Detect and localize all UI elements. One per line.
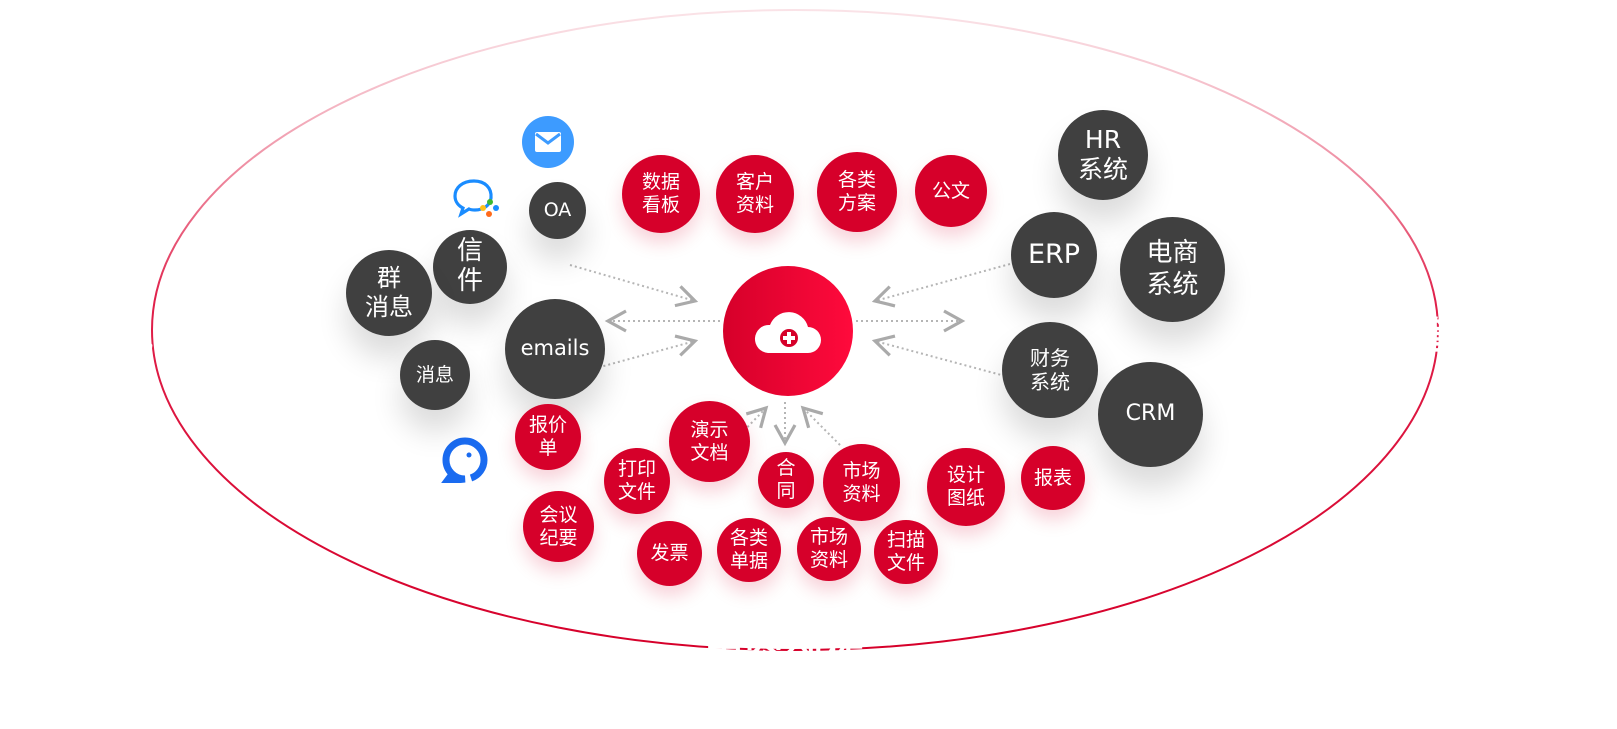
node-receipts: 各类 单据 bbox=[717, 518, 781, 582]
arrow-left-bottom bbox=[559, 334, 699, 379]
node-quotation: 报价 单 bbox=[515, 404, 581, 470]
node-invoices: 发票 bbox=[637, 521, 702, 586]
node-letters: 信 件 bbox=[433, 230, 507, 304]
node-reports: 报表 bbox=[1021, 446, 1085, 510]
category-label: 内容管理 bbox=[704, 77, 865, 122]
node-official-docs: 公文 bbox=[915, 155, 987, 227]
node-scanned-files: 扫描 文件 bbox=[874, 520, 938, 584]
arrow-bottom-right bbox=[800, 405, 841, 446]
node-presentation: 演示 文档 bbox=[669, 401, 750, 482]
arrow-left-top bbox=[569, 264, 699, 308]
category-tag-left: 通讯协作 bbox=[6, 300, 304, 364]
arrow-right-bottom bbox=[871, 334, 1006, 377]
node-erp: ERP bbox=[1011, 212, 1097, 298]
mail-icon bbox=[522, 116, 574, 168]
node-marketing-materials: 市场 资料 bbox=[823, 444, 900, 521]
dingtalk-chat-icon bbox=[441, 437, 488, 483]
category-label: 内容创作 bbox=[704, 635, 865, 680]
category-label: 业务管理 bbox=[1331, 313, 1492, 358]
wecom-chat-icon bbox=[453, 179, 499, 218]
arrow-right-top bbox=[871, 263, 1011, 308]
node-print-files: 打印 文件 bbox=[604, 448, 670, 514]
node-hr-system: HR 系统 bbox=[1058, 110, 1148, 200]
node-data-dashboard: 数据 看板 bbox=[622, 155, 700, 233]
node-finance-system: 财务 系统 bbox=[1002, 322, 1098, 418]
node-group-messages: 群 消息 bbox=[346, 250, 432, 336]
node-marketing-materials-2: 市场 资料 bbox=[797, 517, 861, 581]
node-ecommerce-system: 电商 系统 bbox=[1120, 217, 1225, 322]
node-oa: OA bbox=[529, 182, 586, 239]
node-proposals: 各类 方案 bbox=[817, 152, 897, 232]
category-label: 通讯协作 bbox=[74, 313, 235, 358]
category-tag-bottom: 内容创作 bbox=[636, 622, 934, 686]
category-tag-right: 业务管理 bbox=[1263, 300, 1561, 364]
node-contract: 合 同 bbox=[758, 452, 814, 508]
node-emails: emails bbox=[505, 299, 605, 399]
arrow-bottom-left bbox=[729, 405, 769, 446]
node-design-drawings: 设计 图纸 bbox=[927, 448, 1005, 526]
node-customer-data: 客户 资料 bbox=[716, 155, 794, 233]
node-meeting-minutes: 会议 纪要 bbox=[523, 491, 594, 562]
hub-node bbox=[723, 266, 853, 396]
cloud-plus-icon bbox=[754, 312, 821, 353]
node-crm: CRM bbox=[1098, 362, 1203, 467]
node-messages: 消息 bbox=[400, 340, 470, 410]
category-tag-top: 内容管理 bbox=[636, 64, 934, 128]
